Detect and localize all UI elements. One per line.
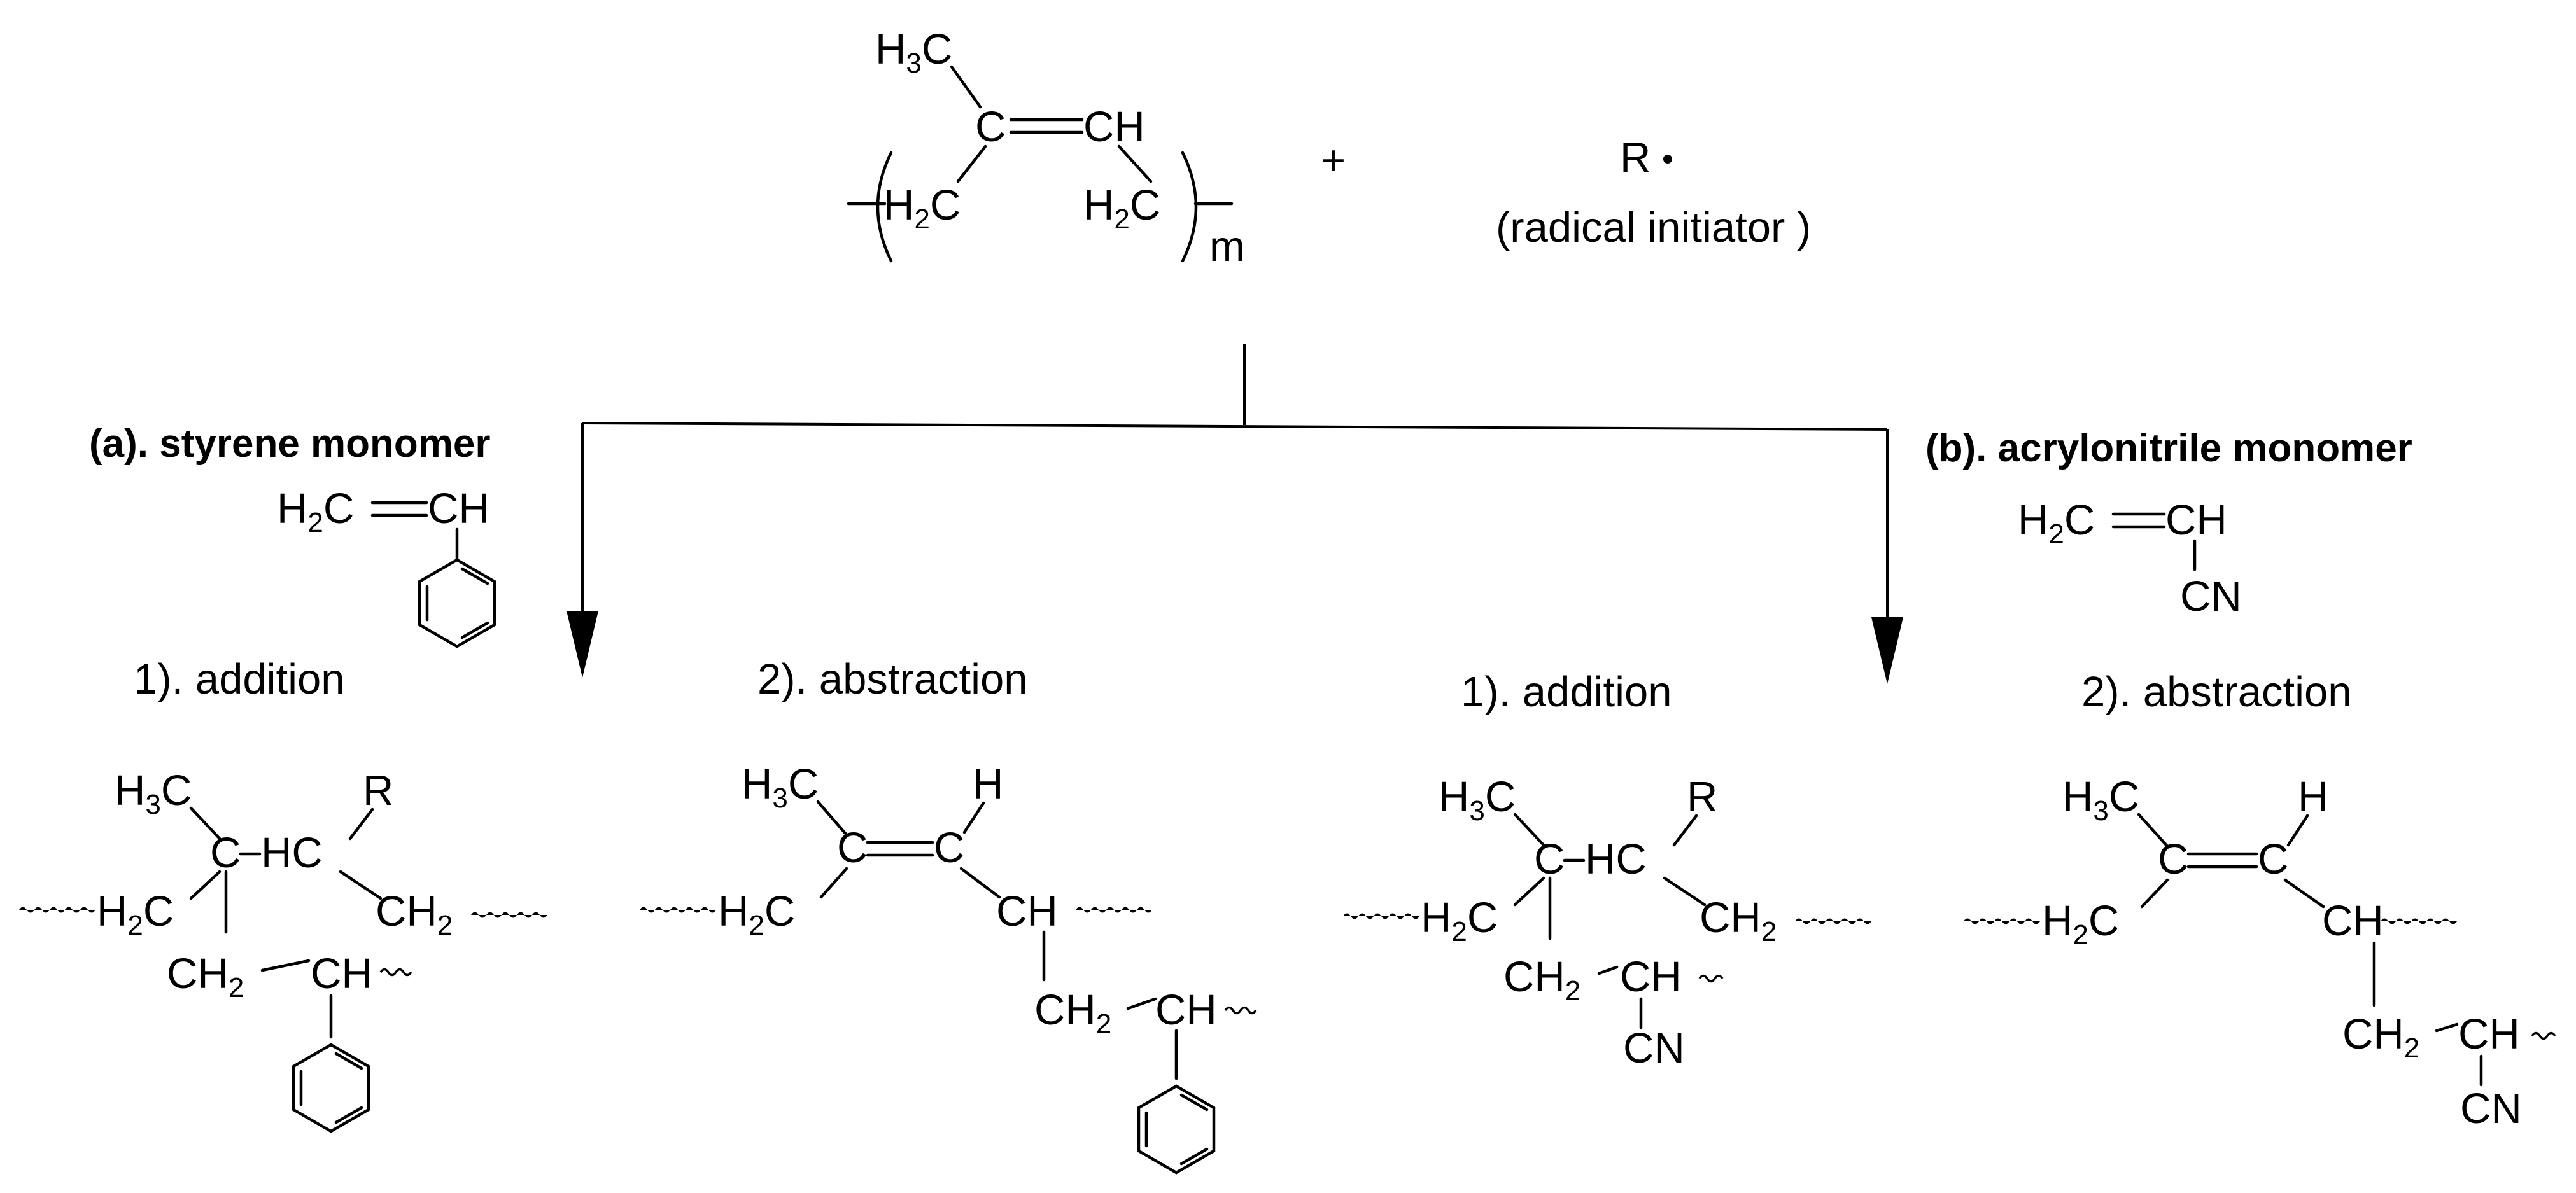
branch-b-title: (b). acrylonitrile monomer bbox=[1925, 426, 2412, 470]
atom-hc: HC bbox=[261, 829, 323, 877]
atom-r: R bbox=[363, 767, 393, 814]
atom-cn: CN bbox=[1623, 1024, 1685, 1072]
atom-h3c: H3C bbox=[742, 760, 819, 814]
product-b-abstraction: H3C H C C H2C CH CH2 CH CN bbox=[1964, 773, 2556, 1133]
atom-c: C bbox=[2258, 835, 2288, 883]
radical-r: R bbox=[1620, 134, 1650, 181]
atom-h3c: H3C bbox=[1439, 773, 1516, 827]
atom-c: C bbox=[975, 103, 1006, 151]
atom-h2c-right: H2C bbox=[1083, 181, 1160, 235]
radical-dot bbox=[1663, 155, 1672, 164]
atom-c: C bbox=[837, 824, 868, 872]
plus-sign: + bbox=[1321, 137, 1346, 185]
atom-h3c: H3C bbox=[115, 767, 192, 820]
atom-h2c: H2C bbox=[1421, 894, 1498, 947]
atom-ch2: CH2 bbox=[1034, 986, 1111, 1040]
left-bracket bbox=[876, 151, 893, 263]
product-a-addition: H3C R C HC H2C CH2 CH2 CH bbox=[19, 767, 547, 1131]
branch-b-step2-label: 2). abstraction bbox=[2081, 668, 2352, 716]
atom-ch2: CH2 bbox=[376, 888, 453, 941]
atom-c: C bbox=[934, 824, 964, 872]
atom-h2c-left: H2C bbox=[883, 181, 961, 235]
branch-a-step2-label: 2). abstraction bbox=[757, 655, 1028, 703]
acrylonitrile-ch: CH bbox=[2165, 496, 2227, 544]
right-bracket bbox=[1181, 151, 1198, 263]
atom-ch: CH bbox=[2322, 897, 2384, 945]
atom-h3c: H3C bbox=[2062, 773, 2139, 827]
branch-a-step1-label: 1). addition bbox=[134, 655, 345, 703]
atom-ch2: CH2 bbox=[1503, 953, 1580, 1007]
radical-initiator: R (radical initiator ) bbox=[1496, 134, 1811, 251]
styrene-h2c: H2C bbox=[277, 485, 354, 538]
atom-c: C bbox=[210, 829, 241, 877]
atom-hc: HC bbox=[1585, 835, 1647, 883]
atom-ch2: CH2 bbox=[1700, 894, 1777, 947]
polyisoprene-repeat-unit: H3C C CH H2C H2C m bbox=[847, 25, 1245, 270]
atom-ch: CH bbox=[311, 950, 372, 998]
atom-r: R bbox=[1687, 773, 1717, 821]
atom-ch: CH bbox=[1083, 103, 1145, 151]
atom-c: C bbox=[2158, 835, 2188, 883]
atom-h: H bbox=[973, 760, 1003, 808]
product-b-addition: H3C R C HC H2C CH2 CH2 CH CN bbox=[1343, 773, 1871, 1072]
atom-ch: CH bbox=[1620, 953, 1682, 1001]
acrylonitrile-cn: CN bbox=[2180, 573, 2242, 620]
radical-description: (radical initiator ) bbox=[1496, 204, 1811, 251]
atom-ch: CH bbox=[996, 888, 1058, 935]
styrene-molecule: H2C CH bbox=[277, 485, 495, 646]
branch-b-step1-label: 1). addition bbox=[1461, 668, 1672, 716]
atom-cn: CN bbox=[2460, 1085, 2522, 1133]
atom-ch2: CH2 bbox=[2342, 1010, 2419, 1064]
atom-h: H bbox=[2298, 773, 2328, 821]
atom-ch: CH bbox=[1155, 986, 1217, 1034]
acrylonitrile-h2c: H2C bbox=[2018, 496, 2095, 550]
atom-c: C bbox=[1534, 835, 1565, 883]
atom-h2c: H2C bbox=[97, 888, 174, 941]
acrylonitrile-molecule: H2C CH CN bbox=[2018, 496, 2242, 620]
atom-h3c: H3C bbox=[875, 25, 952, 79]
product-a-abstraction: H3C H C C H2C CH CH2 CH bbox=[640, 760, 1257, 1173]
atom-ch2: CH2 bbox=[167, 950, 244, 1003]
arrow-head-left bbox=[567, 611, 598, 678]
branch-arrows bbox=[567, 344, 1903, 684]
styrene-ch: CH bbox=[428, 485, 489, 533]
atom-ch: CH bbox=[2458, 1010, 2520, 1058]
branch-a-title: (a). styrene monomer bbox=[89, 422, 491, 466]
atom-h2c: H2C bbox=[2042, 897, 2119, 951]
arrow-head-right bbox=[1871, 617, 1903, 684]
repeat-index-m: m bbox=[1209, 223, 1245, 270]
atom-h2c: H2C bbox=[718, 888, 795, 941]
